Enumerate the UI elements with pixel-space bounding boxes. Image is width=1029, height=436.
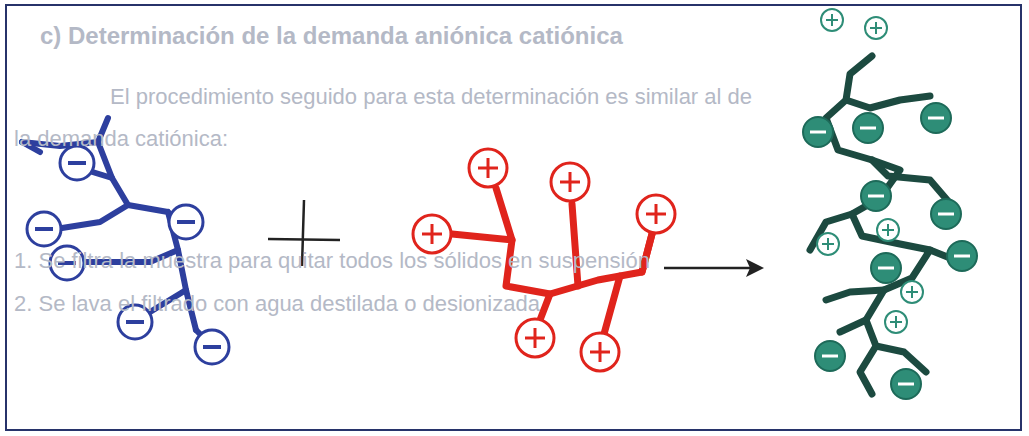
polyelectrolyte-complex bbox=[810, 56, 960, 394]
reaction-arrow bbox=[664, 259, 764, 277]
body-text: El procedimiento seguido para esta deter… bbox=[110, 84, 752, 109]
body-text: 1. Se filtra la muestra para quitar todo… bbox=[14, 248, 650, 273]
frame-border bbox=[6, 5, 1021, 430]
section-heading: c) Determinación de la demanda aniónica … bbox=[40, 22, 623, 50]
body-text: 2. Se lava el filtrado con agua destilad… bbox=[14, 291, 540, 316]
body-text: la demanda catiónica: bbox=[14, 126, 228, 151]
complex-cationic-charges bbox=[817, 9, 923, 333]
complex-anionic-charges bbox=[803, 103, 977, 399]
